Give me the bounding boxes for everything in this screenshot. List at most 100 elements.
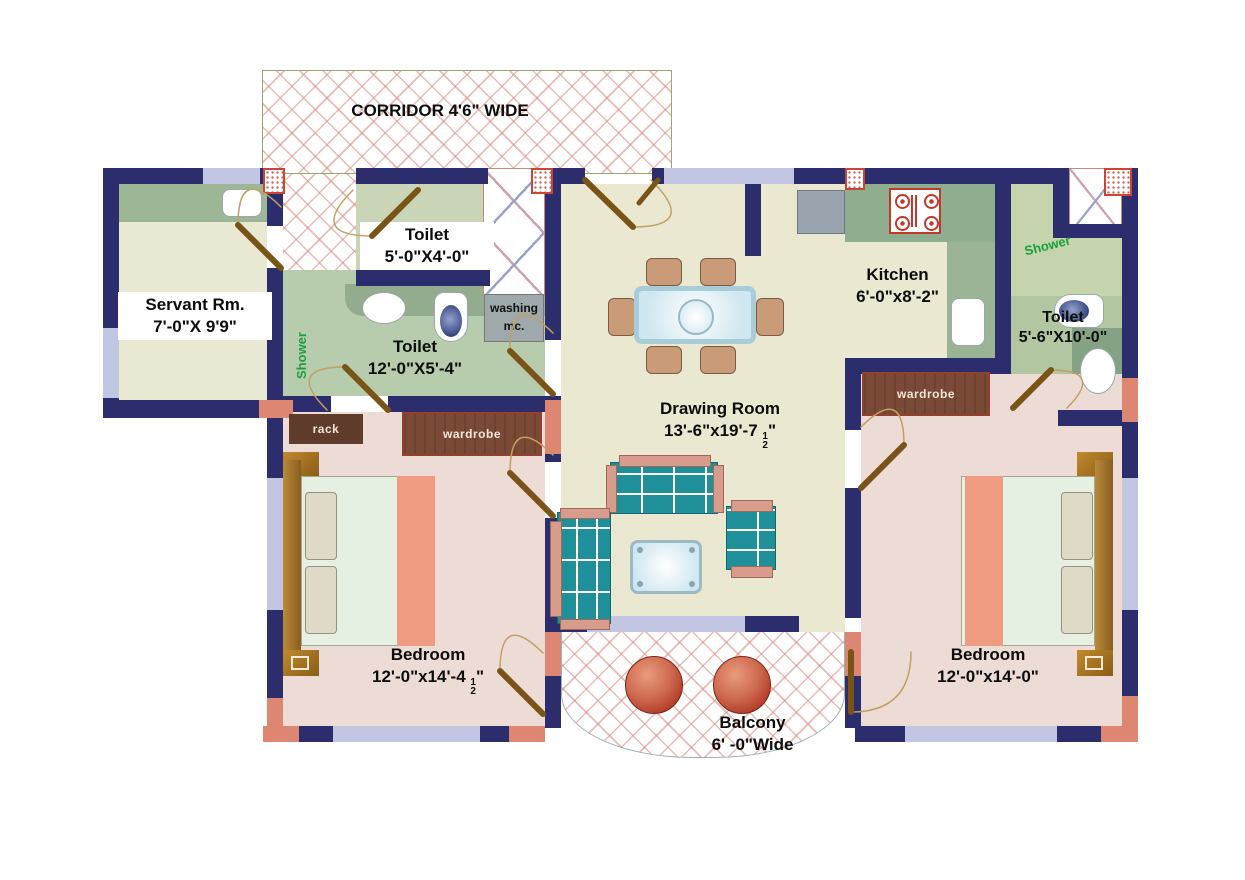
washing-machine-label-2: mc. — [503, 319, 525, 333]
toilet-right-label: Toilet 5'-6"X10'-0" — [998, 308, 1128, 349]
sofa-arm — [560, 619, 610, 630]
window — [333, 726, 480, 742]
wall-segment — [388, 396, 545, 412]
corridor-label: CORRIDOR 4'6" WIDE — [351, 101, 529, 120]
wall-segment — [845, 488, 861, 618]
servant-room-label: Servant Rm. 7'-0"X 9'9" — [118, 292, 272, 340]
pillow — [1061, 566, 1093, 634]
rack: rack — [289, 414, 363, 444]
column — [845, 632, 861, 676]
wall-segment — [267, 418, 283, 480]
sofa-arm — [731, 500, 773, 512]
duct-shaft — [1069, 168, 1122, 226]
wall-segment — [745, 168, 761, 256]
sofa-back — [550, 521, 562, 617]
room-dims: 6'-0"x8'-2" — [856, 286, 939, 306]
wash-basin — [1080, 348, 1116, 394]
table-leg-icon — [689, 581, 695, 587]
rcc-column — [531, 168, 553, 194]
wardrobe: wardrobe — [402, 412, 542, 456]
wall-segment — [1058, 410, 1122, 426]
rcc-column — [263, 168, 285, 194]
wall-segment — [995, 168, 1011, 360]
window — [203, 168, 260, 184]
dining-chair — [608, 298, 636, 336]
balcony-label: Balcony 6' -0"Wide — [660, 712, 845, 756]
room-dims: 5'-0"X4'-0" — [384, 246, 470, 266]
room-name: Kitchen — [866, 265, 929, 284]
burner-icon — [924, 194, 939, 209]
dining-table — [634, 286, 756, 344]
wardrobe-label: wardrobe — [896, 387, 955, 401]
nightstand-lamp — [1077, 650, 1113, 676]
wall-segment — [794, 168, 850, 184]
rack-label: rack — [312, 422, 340, 436]
toilet-top-label: Toilet 5'-0"X4'-0" — [360, 222, 494, 270]
window — [587, 616, 745, 632]
bed-headboard — [1095, 460, 1113, 650]
stove — [889, 188, 941, 234]
room-name: Toilet — [392, 337, 438, 356]
wall-segment — [1053, 224, 1123, 238]
wall-segment — [864, 168, 1054, 184]
sofa-arm — [731, 566, 773, 578]
room-name: Bedroom — [950, 645, 1026, 664]
kitchen-platform — [797, 190, 845, 234]
column — [259, 400, 293, 418]
bedroom-right-label: Bedroom 12'-0"x14'-0" — [898, 644, 1078, 688]
wall-segment — [103, 400, 267, 418]
wall-segment — [267, 268, 283, 418]
burner-icon — [895, 216, 910, 231]
toilet-wc — [434, 292, 468, 342]
sofa-arm — [560, 508, 610, 519]
blanket — [965, 476, 1003, 646]
planter-pot — [713, 656, 771, 714]
window — [267, 478, 283, 610]
rcc-column — [1104, 168, 1132, 196]
room-name: Bedroom — [390, 645, 466, 664]
coffee-table — [630, 540, 702, 594]
wall-segment — [545, 168, 561, 340]
washing-machine: washing mc. — [484, 294, 544, 342]
planter-pot — [625, 656, 683, 714]
wall-segment — [103, 168, 205, 184]
lamp-icon — [291, 656, 309, 670]
room-dims: 5'-6"X10'-0" — [1018, 329, 1108, 347]
kitchen-label: Kitchen 6'-0"x8'-2" — [810, 264, 985, 308]
room-dims: 12'-0"X5'-4" — [367, 358, 463, 378]
wall-segment — [356, 270, 490, 286]
wall-segment — [103, 168, 119, 328]
column — [1122, 378, 1138, 422]
pillow — [305, 492, 337, 560]
wall-segment — [861, 358, 1011, 374]
nightstand-lamp — [283, 650, 319, 676]
sofa-three-seat — [606, 455, 724, 514]
sofa-arm — [606, 465, 617, 513]
column — [263, 726, 299, 742]
window — [905, 726, 1057, 742]
wall-segment — [267, 608, 283, 726]
pillow — [305, 566, 337, 634]
dining-chair — [646, 258, 682, 286]
kitchen-sink — [951, 298, 985, 346]
dining-chair — [700, 258, 736, 286]
dining-chair — [646, 346, 682, 374]
wc-bowl-icon — [440, 305, 462, 337]
column — [545, 632, 561, 676]
burner-icon — [895, 194, 910, 209]
wardrobe: wardrobe — [862, 372, 990, 416]
dining-chair — [700, 346, 736, 374]
lamp-icon — [1085, 656, 1103, 670]
wall-segment — [356, 168, 488, 184]
window — [1122, 478, 1138, 610]
room-name: Balcony — [719, 713, 786, 732]
table-center-icon — [678, 299, 714, 335]
table-leg-icon — [637, 581, 643, 587]
wall-segment — [845, 358, 861, 430]
